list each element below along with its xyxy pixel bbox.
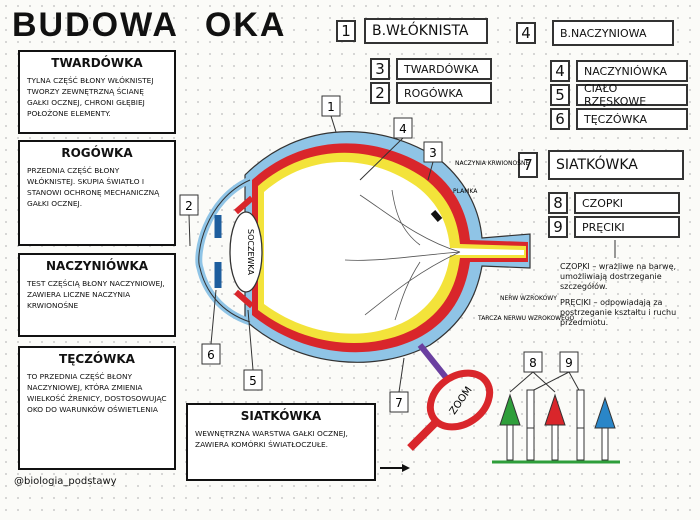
callout-8: 8 — [529, 356, 537, 370]
item-num: 6 — [550, 108, 570, 130]
eye-layers — [195, 131, 531, 363]
group-vascular-num: 4 — [516, 22, 536, 44]
item-label-iris: TĘCZÓWKA — [576, 108, 688, 130]
photoreceptors — [492, 389, 620, 464]
item-label-choroid: NACZYNIÓWKA — [576, 60, 688, 82]
group-fibrous-num: 1 — [336, 20, 356, 42]
footer-handle: @biologia_podstawy — [14, 476, 117, 487]
zoom-magnifier: ZOOM — [407, 343, 494, 451]
item-label-cones: CZOPKI — [574, 192, 680, 214]
blood-vessels — [344, 189, 461, 321]
group-fibrous-label: B.WŁÓKNISTA — [364, 18, 488, 44]
callout-2: 2 — [185, 199, 193, 213]
lens-label: SOCZEWKA — [246, 229, 255, 276]
optic-disc-label: TARCZA NERWU WZROKOWEGO — [477, 315, 575, 322]
callout-4: 4 — [399, 122, 407, 136]
group-vascular-label: B.NACZYNIOWA — [552, 20, 674, 46]
vessels-label: NACZYNIA KRWIONOŚNE — [455, 160, 530, 167]
blind-spot-label: PLAMKA — [453, 188, 478, 195]
note-rods: PRĘCIKI – odpowiadają za postrzeganie ks… — [560, 298, 677, 327]
blind-spot-mark — [430, 210, 443, 222]
callout-6: 6 — [207, 348, 215, 362]
callout-3: 3 — [429, 146, 437, 160]
optic-nerve-label: NERW WZROKOWY — [500, 295, 557, 302]
item-label-ciliary: CIAŁO RZĘSKOWE — [576, 82, 688, 108]
ciliary-body — [234, 195, 254, 309]
item-label-sclera: TWARDÓWKA — [396, 58, 492, 80]
item-num: 5 — [550, 84, 570, 106]
callout-7: 7 — [395, 396, 403, 410]
item-label-rods: PRĘCIKI — [574, 216, 680, 238]
item-num: 9 — [548, 216, 568, 238]
callout-5: 5 — [249, 374, 257, 388]
item-num: 8 — [548, 192, 568, 214]
zoom-label: ZOOM — [448, 385, 475, 417]
note-cones: CZOPKI – wrażliwe na barwę, umożliwiają … — [560, 262, 677, 291]
item-label-cornea: ROGÓWKA — [396, 82, 492, 104]
callout-9: 9 — [565, 356, 573, 370]
callout-1: 1 — [327, 100, 335, 114]
item-num: 2 — [370, 82, 390, 104]
group-retina-num: 7 — [518, 152, 538, 178]
lens — [229, 211, 263, 293]
vitreous-body — [264, 161, 524, 334]
group-retina-label: SIATKÓWKA — [548, 150, 684, 180]
item-num: 4 — [550, 60, 570, 82]
item-num: 3 — [370, 58, 390, 80]
